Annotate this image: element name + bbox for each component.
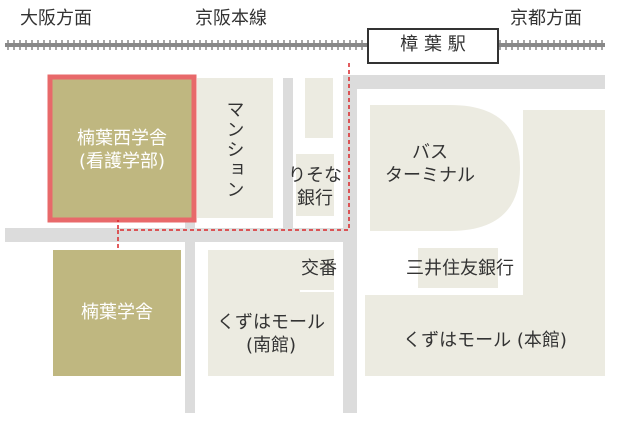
city-blocks [197, 78, 605, 376]
label-nishi-campus-line1: 楠葉西学舎 [77, 128, 167, 149]
label-resona-line2: 銀行 [297, 187, 333, 209]
building-campus [53, 250, 181, 376]
label-to-osaka: 大阪方面 [20, 8, 92, 29]
label-mansion: マンション [223, 100, 245, 200]
label-resona-line1: りそな [288, 165, 342, 186]
label-keihan-line: 京阪本線 [195, 8, 267, 29]
label-kuzuha-south-line1: くずはモール [217, 312, 325, 333]
road-main-horizontal [5, 228, 350, 242]
label-resona: りそな 銀行 [288, 165, 342, 210]
roads [5, 75, 605, 413]
block-resona-lower [296, 154, 334, 216]
label-campus: 楠葉学舎 [81, 302, 153, 323]
label-nishi-campus-line2: (看護学部) [78, 150, 166, 172]
block-resona-upper [305, 78, 333, 138]
railway-track [5, 40, 605, 50]
label-mitsui-bank: 三井住友銀行 [406, 258, 514, 279]
block-bus-terminal [370, 105, 520, 231]
road-vertical-left [185, 78, 195, 413]
label-kuzuha-main: くずはモール (本館) [403, 330, 567, 351]
block-koban-inner [300, 250, 334, 290]
label-bus-terminal-line2: ターミナル [385, 164, 475, 186]
label-nishi-campus: 楠葉西学舎 (看護学部) [50, 128, 194, 173]
label-kuzuha-south-line2: (南館) [245, 334, 297, 356]
block-mitsui-bank [418, 248, 498, 288]
label-kuzuha-station: 樟 葉 駅 [400, 34, 466, 55]
block-mansion [197, 78, 273, 218]
label-bus-terminal: バス ターミナル [370, 142, 490, 187]
label-bus-terminal-line1: バス [412, 142, 448, 163]
station-box [367, 28, 499, 64]
label-to-kyoto: 京都方面 [510, 8, 582, 29]
label-koban: 交番 [301, 258, 337, 279]
road-vertical-center [343, 75, 357, 413]
building-nishi-campus-highlight [47, 74, 197, 223]
block-main-mall [365, 110, 605, 376]
label-kuzuha-south: くずはモール (南館) [208, 312, 334, 357]
walking-route [117, 63, 350, 231]
road-upper-horizontal [343, 75, 605, 89]
road-vertical-mid [283, 78, 293, 233]
